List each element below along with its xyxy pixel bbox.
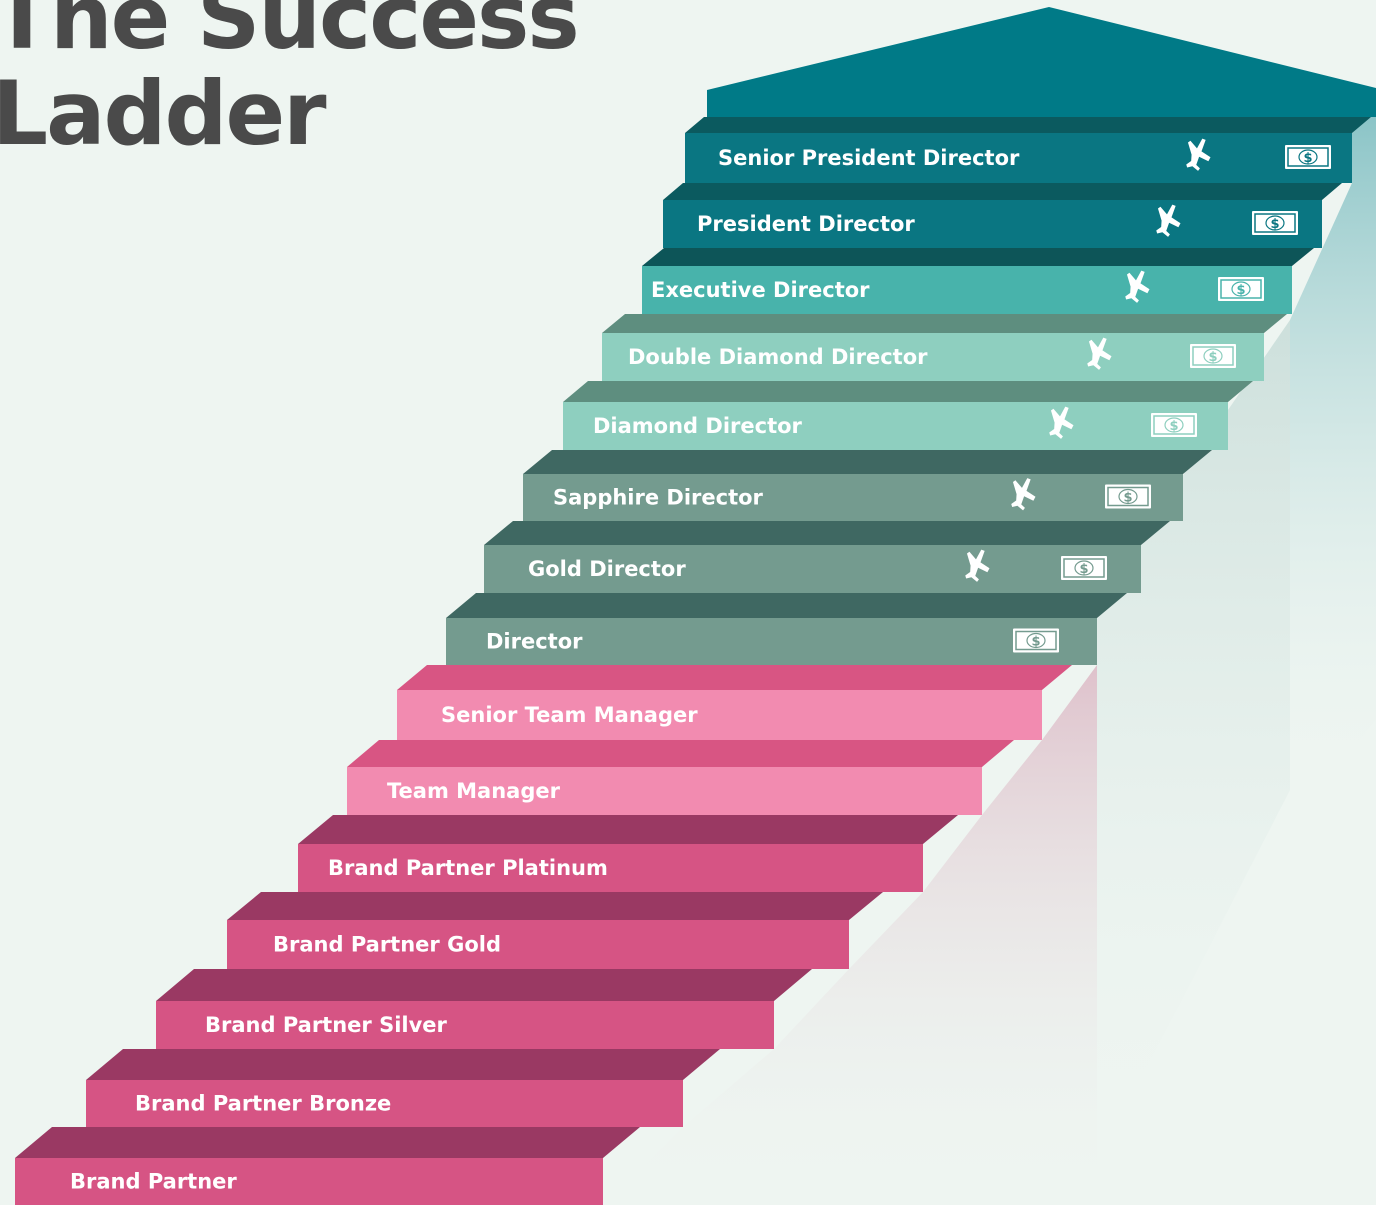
dollar-sign: $ [1169, 419, 1178, 434]
step-label: Brand Partner Gold [273, 933, 501, 957]
ladder-step: Director $ [446, 593, 1127, 665]
step-tread [563, 381, 1253, 402]
dollar-bill-icon: $ [1252, 211, 1298, 235]
step-tread [298, 815, 958, 844]
airplane-icon [965, 549, 990, 582]
step-label: Brand Partner Bronze [135, 1092, 391, 1116]
roof-arrow-shape [707, 7, 1376, 117]
dollar-bill-icon: $ [1061, 556, 1107, 580]
step-riser [602, 333, 1264, 381]
dollar-sign: $ [1208, 350, 1217, 365]
step-tread [642, 248, 1314, 266]
step-label: Sapphire Director [553, 486, 764, 510]
dollar-sign: $ [1079, 562, 1088, 577]
ladder-step: Brand Partner [15, 1127, 640, 1205]
step-label: Senior Team Manager [441, 703, 698, 727]
step-label: Gold Director [528, 557, 686, 581]
dollar-bill-icon: $ [1013, 628, 1059, 653]
right-wall-shadow [1290, 110, 1376, 790]
step-riser [685, 133, 1352, 183]
step-tread [227, 892, 883, 920]
stair-under-shadow [603, 665, 1097, 1205]
step-riser [298, 844, 923, 892]
dollar-bill-icon: $ [1285, 145, 1331, 169]
step-riser [663, 200, 1322, 248]
step-tread [663, 183, 1342, 200]
step-label: Executive Director [651, 278, 870, 302]
step-label: Team Manager [387, 779, 561, 803]
step-tread [446, 593, 1127, 618]
airplane-icon [1125, 270, 1150, 303]
step-label: Double Diamond Director [628, 345, 928, 369]
dollar-bill-icon: $ [1218, 277, 1264, 301]
step-riser [484, 545, 1141, 593]
step-tread [523, 450, 1212, 474]
step-label: Director [486, 630, 583, 654]
step-tread [86, 1049, 720, 1080]
ladder-step: Brand Partner Bronze [86, 1049, 720, 1127]
ladder-step: Brand Partner Platinum [298, 815, 958, 892]
dollar-bill-icon: $ [1151, 413, 1197, 437]
airplane-icon [1049, 406, 1074, 439]
dollar-sign: $ [1123, 491, 1132, 506]
step-riser [446, 618, 1097, 665]
steps-group: Senior President Director$President Dire… [15, 117, 1371, 1205]
ladder-step: Brand Partner Silver [156, 969, 812, 1049]
step-riser [397, 690, 1042, 740]
dollar-sign: $ [1303, 151, 1312, 166]
dollar-sign: $ [1031, 635, 1040, 650]
ladder-step: Gold Director $ [484, 521, 1170, 593]
step-riser [15, 1158, 603, 1205]
step-label: Brand Partner Platinum [328, 856, 608, 880]
step-tread [15, 1127, 640, 1158]
ladder-step: Senior President Director $ [685, 117, 1371, 183]
page-title: The Success Ladder [0, 0, 580, 165]
step-tread [602, 314, 1287, 333]
step-label: Brand Partner [70, 1170, 237, 1194]
ladder-step: President Director $ [663, 183, 1342, 248]
airplane-icon [1156, 204, 1181, 237]
step-label: Brand Partner Silver [205, 1013, 448, 1037]
step-tread [685, 117, 1371, 133]
ladder-step: Team Manager [347, 740, 1014, 815]
airplane-icon [1011, 478, 1036, 511]
title-line-1: The Success [0, 0, 580, 69]
step-label: Senior President Director [718, 146, 1020, 170]
step-riser [523, 474, 1183, 521]
ladder-step: Double Diamond Director $ [602, 314, 1287, 381]
step-tread [484, 521, 1170, 545]
title-line-2: Ladder [0, 62, 327, 165]
step-tread [347, 740, 1014, 767]
ladder-step: Senior Team Manager [397, 665, 1072, 740]
airplane-icon [1186, 138, 1211, 171]
ladder-step: Brand Partner Gold [227, 892, 883, 969]
dollar-sign: $ [1236, 283, 1245, 298]
step-riser [86, 1080, 683, 1127]
step-tread [156, 969, 812, 1001]
step-tread [397, 665, 1072, 690]
step-label: Diamond Director [593, 414, 803, 438]
ladder-step: Executive Director $ [642, 248, 1314, 314]
step-riser [563, 402, 1228, 450]
step-riser [347, 767, 982, 815]
roof-arrow [707, 7, 1376, 117]
ladder-step: Sapphire Director $ [523, 450, 1212, 521]
step-riser [642, 266, 1292, 314]
ladder-step: Diamond Director $ [563, 381, 1253, 450]
step-riser [227, 920, 849, 969]
step-label: President Director [697, 212, 915, 236]
airplane-icon [1087, 337, 1112, 370]
step-riser [156, 1001, 774, 1049]
dollar-sign: $ [1270, 217, 1279, 232]
dollar-bill-icon: $ [1105, 484, 1151, 509]
dollar-bill-icon: $ [1190, 344, 1236, 368]
